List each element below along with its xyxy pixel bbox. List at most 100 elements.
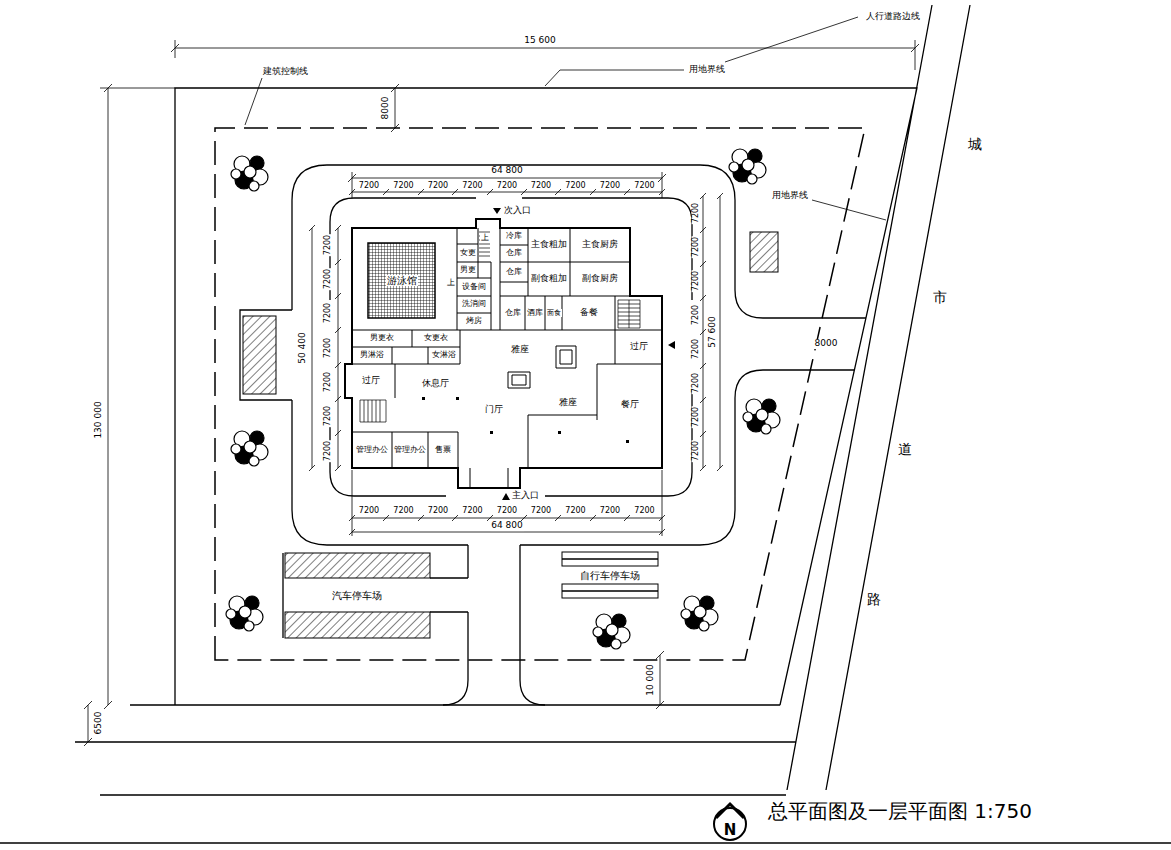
room-name: 管理办公 xyxy=(393,446,427,455)
entry-arrow xyxy=(493,208,675,500)
dimension-text: 15 600 xyxy=(523,36,557,46)
room-name: 男更 xyxy=(459,266,477,275)
dimension-text: 7200 xyxy=(692,202,701,224)
room-name: 冷库 xyxy=(505,232,523,241)
room-box: 门厅 xyxy=(462,395,526,425)
room-box: 备餐 xyxy=(562,296,615,330)
note-label: 上 xyxy=(480,234,490,243)
room-box: 副食粗加 xyxy=(528,262,570,296)
note-label: 用地界线 xyxy=(771,191,809,201)
room-name: 男更衣 xyxy=(369,334,395,343)
dimension-text: 64 800 xyxy=(490,166,524,176)
room-name: 面食 xyxy=(546,309,562,317)
room-name: 设备间 xyxy=(461,283,487,292)
note-label: 上 xyxy=(446,279,456,288)
dimension-text: 7200 xyxy=(692,372,701,394)
bike-rack xyxy=(562,552,658,566)
note-label: 道 xyxy=(897,442,913,457)
room-box: 冷库 xyxy=(500,228,528,245)
dimension-text: 7200 xyxy=(358,507,380,516)
dimension-text: 8000 xyxy=(381,96,391,121)
room-box: 仓库 xyxy=(500,245,528,262)
dimension-text: 7200 xyxy=(692,270,701,292)
dimension-text: 7200 xyxy=(599,507,621,516)
room-box: 过厅 xyxy=(615,330,662,364)
note-label: 汽车停车场 xyxy=(331,590,383,601)
dimension-text: 7200 xyxy=(358,182,380,191)
dimension-text: 7200 xyxy=(633,182,655,191)
room-box: 过厅 xyxy=(346,364,395,398)
dimension-text: 7200 xyxy=(324,336,333,358)
tree xyxy=(593,614,630,649)
car-parking xyxy=(285,612,430,638)
room-box: 管理办公 xyxy=(352,432,392,468)
room-name: 女更 xyxy=(459,249,477,258)
room-box: 女淋浴 xyxy=(428,347,460,364)
room-name: 仓库 xyxy=(505,249,523,258)
dimension-text: 7200 xyxy=(564,182,586,191)
room-name: 主食厨房 xyxy=(581,240,619,250)
dimension-text: 7200 xyxy=(692,338,701,360)
control-line xyxy=(215,128,865,660)
trees xyxy=(226,149,780,649)
room-name: 仓库 xyxy=(505,268,523,277)
note-label: N xyxy=(723,822,738,839)
room-box: 仓库 xyxy=(500,262,528,282)
room-box: 洗消间 xyxy=(457,296,491,313)
room-name: 雅座 xyxy=(510,345,530,355)
dimension-text: 7200 xyxy=(692,236,701,258)
room-box: 面食 xyxy=(545,296,562,330)
room-name: 过厅 xyxy=(361,376,381,386)
dimension-text: 7200 xyxy=(392,507,414,516)
north-circle xyxy=(714,808,746,840)
tree xyxy=(729,149,766,184)
dimension-text: 57 600 xyxy=(708,315,718,349)
leader-lines xyxy=(245,17,886,220)
note-label: 自行车停车场 xyxy=(579,570,641,581)
room-box: 设备间 xyxy=(457,278,491,296)
dimension-text: 8000 xyxy=(814,339,839,349)
dimension-text: 130 000 xyxy=(94,400,104,439)
dimension-text: 50 400 xyxy=(298,331,308,365)
furniture xyxy=(508,346,576,388)
room-name: 烤房 xyxy=(465,317,483,326)
drawing-title: 总平面图及一层平面图 1:750 xyxy=(766,799,1034,823)
room-name: 酒库 xyxy=(526,309,544,318)
room-name: 休息厅 xyxy=(421,379,450,389)
markers xyxy=(422,208,675,500)
dimension-text: 7200 xyxy=(692,406,701,428)
room-box: 主食粗加 xyxy=(528,228,570,262)
ring-road xyxy=(240,165,866,705)
note-label: 人行道路边线 xyxy=(865,12,921,22)
tree xyxy=(681,596,718,631)
road-lines xyxy=(75,5,970,795)
room-name: 女更衣 xyxy=(423,334,449,343)
dimension-text: 7200 xyxy=(530,507,552,516)
room-box: 售票 xyxy=(428,432,458,468)
side-parking xyxy=(243,316,276,394)
note-label: 市 xyxy=(932,290,948,305)
note-label: 主入口 xyxy=(511,491,540,501)
room-box: 雅座 xyxy=(492,335,548,365)
tree xyxy=(231,156,268,191)
tree xyxy=(231,431,268,466)
note-label: 用地界线 xyxy=(688,65,726,75)
room-box: 游泳馆 xyxy=(368,243,435,318)
dimension-text: 7200 xyxy=(692,440,701,462)
room-name: 管理办公 xyxy=(355,446,389,455)
room-name: 洗消间 xyxy=(461,300,487,309)
dimension-text: 7200 xyxy=(599,182,621,191)
dimension-text: 6500 xyxy=(94,711,104,736)
note-label: 路 xyxy=(866,592,882,607)
room-name: 门厅 xyxy=(484,405,504,415)
room-box: 女更 xyxy=(457,244,478,262)
dimension-text: 7200 xyxy=(427,182,449,191)
room-name: 副食粗加 xyxy=(530,274,568,284)
interior-walls xyxy=(352,228,662,488)
columns xyxy=(422,397,629,443)
bike-rack xyxy=(562,584,658,598)
dimension-text: 7200 xyxy=(324,234,333,256)
dimension-text: 7200 xyxy=(324,371,333,393)
dimension-text: 7200 xyxy=(324,439,333,461)
room-box: 餐厅 xyxy=(597,380,662,430)
